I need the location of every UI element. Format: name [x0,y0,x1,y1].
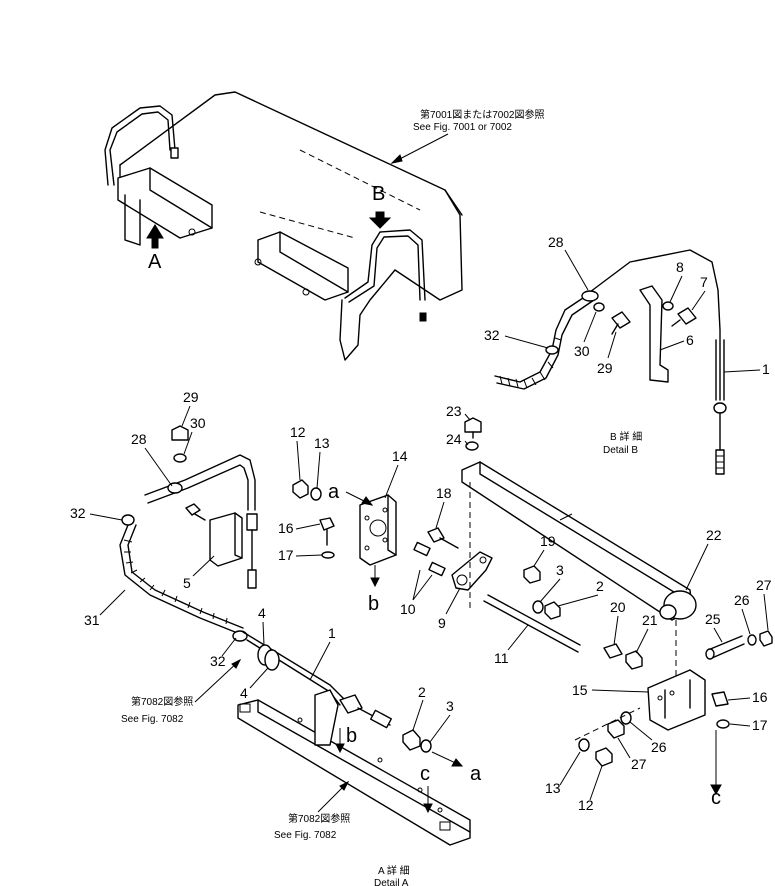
callout-4-a2: 4 [240,685,248,701]
detail-B-callouts: 28 8 7 32 30 29 6 1 B 詳 細 Detail B [484,234,770,456]
callout-24-a: 24 [446,431,462,447]
view-letter-b1: b [368,593,379,615]
callout-4-a: 4 [258,605,266,621]
callout-3-a: 3 [446,698,454,714]
callout-17-a: 17 [278,547,294,563]
view-letter-a1: a [328,481,340,503]
callout-22-a: 22 [706,527,722,543]
callout-20-a: 20 [610,599,626,615]
callout-7-b: 7 [700,274,708,290]
lever-arm-22 [461,417,773,796]
callout-12-a2: 12 [578,797,594,813]
callout-10-a: 10 [400,601,416,617]
callout-32-a: 32 [70,505,86,521]
view-letter-a2: a [470,763,482,785]
view-arrow-B: B [368,183,392,229]
reference-left-jp: 第7082図参照 [131,695,193,708]
callout-2-a: 2 [418,684,426,700]
callout-31-a: 31 [84,612,100,628]
callout-29-a: 29 [183,389,199,405]
view-letter-b2: b [346,725,357,747]
callout-12-a: 12 [290,424,306,440]
reference-top-jp: 第7001図または7002図参照 [420,108,545,121]
callout-5-a: 5 [183,575,191,591]
view-arrow-A: A [146,224,164,273]
callout-1-b: 1 [762,361,770,377]
callout-30-a: 30 [190,415,206,431]
detail-B-jp: B 詳 細 [610,430,642,443]
view-letter-B: B [372,183,385,205]
callout-16-a2: 16 [752,689,768,705]
detail-A-en: Detail A [374,878,409,886]
left-bracket-assembly [119,425,258,642]
detail-A-jp: A 詳 細 [378,864,410,877]
callout-14-a: 14 [392,448,408,464]
callout-8-b: 8 [676,259,684,275]
view-letter-c2: c [711,787,721,809]
callout-25-a: 25 [705,611,721,627]
callout-18-a: 18 [436,485,452,501]
callout-1-a: 1 [328,625,336,641]
callout-27-a: 27 [756,577,772,593]
callout-30-b: 30 [574,343,590,359]
base-plate [237,689,471,846]
callout-32-b: 32 [484,327,500,343]
callout-13-a2: 13 [545,780,561,796]
callout-28-a: 28 [131,431,147,447]
callout-28-b: 28 [548,234,564,250]
callout-32-a2: 32 [210,653,226,669]
callout-27-a2: 27 [631,756,647,772]
bracket-14 [292,479,581,653]
callout-21-a: 21 [642,612,658,628]
reference-left-en: See Fig. 7082 [121,714,184,725]
callout-3-a2: 3 [556,562,564,578]
reference-bottom-jp: 第7082図参照 [288,812,350,825]
callout-29-b: 29 [597,360,613,376]
hood-assembly [104,91,463,361]
callout-26-a2: 26 [651,739,667,755]
callout-17-a2: 17 [752,717,768,733]
callout-19-a: 19 [540,533,556,549]
callout-9-a: 9 [438,615,446,631]
callout-16-a: 16 [278,520,294,536]
nut-washer-lower [402,729,432,753]
detail-B-en: Detail B [603,445,638,456]
reference-top-en: See Fig. 7001 or 7002 [413,122,512,133]
detail-B [494,249,727,475]
view-letter-c1: c [420,763,430,785]
callout-23-a: 23 [446,403,462,419]
reference-bottom-en: See Fig. 7082 [274,830,337,841]
callout-15-a: 15 [572,682,588,698]
callout-13-a: 13 [314,435,330,451]
callout-2-a2: 2 [596,578,604,594]
reference-top: 第7001図または7002図参照 See Fig. 7001 or 7002 [390,108,545,164]
callout-26-a: 26 [734,592,750,608]
detail-A-callouts: 29 30 28 32 5 31 32 4 4 1 2 3 12 13 14 1… [70,389,772,886]
callout-6-b: 6 [686,332,694,348]
callout-11-a: 11 [494,650,509,666]
view-letter-A: A [148,251,162,273]
